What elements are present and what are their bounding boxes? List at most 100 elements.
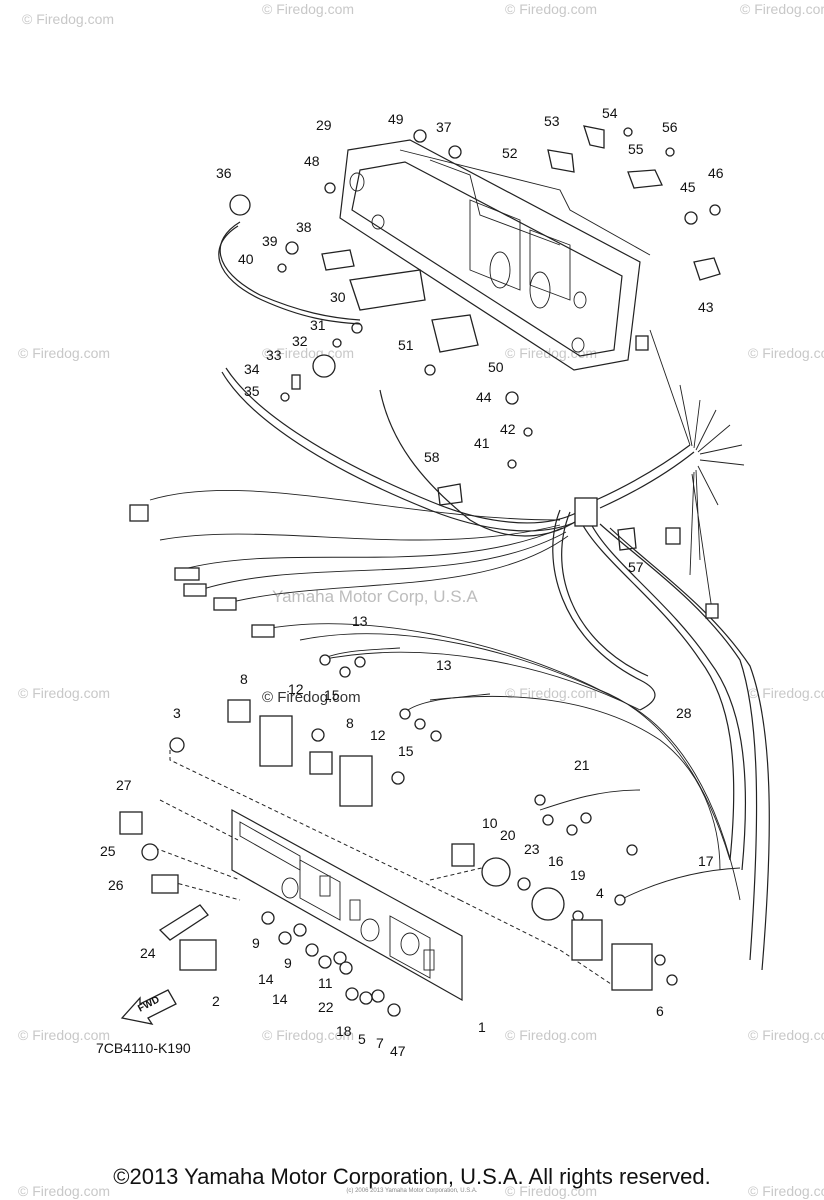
callout-33: 33 bbox=[266, 347, 282, 363]
outlet-12b-icon bbox=[339, 755, 373, 807]
callout-45: 45 bbox=[680, 179, 696, 195]
center-watermark: © Firedog.com bbox=[262, 689, 361, 706]
breaker-8b-icon bbox=[309, 751, 333, 775]
callout-40: 40 bbox=[238, 251, 254, 267]
plug-24-icon bbox=[158, 904, 209, 941]
watermark: © Firedog.com bbox=[740, 1, 824, 17]
callout-22: 22 bbox=[318, 999, 334, 1015]
outlet-12-icon bbox=[259, 715, 293, 767]
callout-9: 9 bbox=[252, 935, 260, 951]
callout-50: 50 bbox=[488, 359, 504, 375]
watermark-layer: © Firedog.com © Firedog.com © Firedog.co… bbox=[18, 1, 824, 1199]
callout-9: 9 bbox=[284, 955, 292, 971]
callout-layer: 1 2 3 4 5 6 7 8 8 9 9 10 11 12 12 13 13 … bbox=[100, 105, 724, 1059]
plate-38-icon bbox=[321, 249, 355, 271]
lamp-25-icon bbox=[141, 843, 159, 861]
callout-18: 18 bbox=[336, 1023, 352, 1039]
watermark: © Firedog.com bbox=[18, 685, 110, 701]
relay-43-icon bbox=[693, 257, 721, 281]
copyright-notice: ©2013 Yamaha Motor Corporation, U.S.A. A… bbox=[113, 1164, 711, 1189]
callout-16: 16 bbox=[548, 853, 564, 869]
callout-32: 32 bbox=[292, 333, 308, 349]
callout-26: 26 bbox=[108, 877, 124, 893]
callout-48: 48 bbox=[304, 153, 320, 169]
switch-panel bbox=[119, 699, 653, 1017]
callout-31: 31 bbox=[310, 317, 326, 333]
watermark: © Firedog.com bbox=[505, 685, 597, 701]
callout-55: 55 bbox=[628, 141, 644, 157]
meter-2-icon bbox=[179, 939, 217, 971]
callout-6: 6 bbox=[656, 1003, 664, 1019]
callout-37: 37 bbox=[436, 119, 452, 135]
breaker-10-icon bbox=[451, 843, 475, 867]
copyright-small-print: (c) 2006 2013 Yamaha Motor Corporation, … bbox=[346, 1188, 478, 1194]
callout-10: 10 bbox=[482, 815, 498, 831]
callout-8: 8 bbox=[346, 715, 354, 731]
callout-4: 4 bbox=[596, 885, 604, 901]
callout-13: 13 bbox=[436, 657, 452, 673]
watermark: © Firedog.com bbox=[22, 11, 114, 27]
callout-12: 12 bbox=[370, 727, 386, 743]
callout-52: 52 bbox=[502, 145, 518, 161]
center-watermark: Yamaha Motor Corp, U.S.A bbox=[272, 587, 478, 606]
callout-51: 51 bbox=[398, 337, 414, 353]
switch-26-icon bbox=[151, 874, 179, 894]
connector-57-icon bbox=[617, 527, 637, 551]
callout-42: 42 bbox=[500, 421, 516, 437]
watermark: © Firedog.com bbox=[262, 1, 354, 17]
callout-15: 15 bbox=[324, 687, 340, 703]
callout-54: 54 bbox=[602, 105, 618, 121]
callout-17: 17 bbox=[698, 853, 714, 869]
watermark: © Firedog.com bbox=[18, 1027, 110, 1043]
callout-30: 30 bbox=[330, 289, 346, 305]
watermark: © Firedog.com bbox=[18, 345, 110, 361]
bracket-53-icon bbox=[583, 125, 605, 149]
watermark: © Firedog.com bbox=[748, 685, 824, 701]
callout-44: 44 bbox=[476, 389, 492, 405]
callout-46: 46 bbox=[708, 165, 724, 181]
sensor-52-icon bbox=[547, 149, 575, 173]
buzzer-33-icon bbox=[312, 354, 336, 378]
socket-16-icon bbox=[531, 887, 565, 921]
wire-harness bbox=[129, 221, 770, 986]
relay-6-icon bbox=[611, 943, 653, 991]
callout-7: 7 bbox=[376, 1035, 384, 1051]
watermark: © Firedog.com bbox=[505, 1183, 597, 1199]
callout-34: 34 bbox=[244, 361, 260, 377]
callout-21: 21 bbox=[574, 757, 590, 773]
switch-55-icon bbox=[627, 169, 663, 189]
connector-58-icon bbox=[437, 483, 463, 506]
callout-8: 8 bbox=[240, 671, 248, 687]
callout-41: 41 bbox=[474, 435, 490, 451]
callout-20: 20 bbox=[500, 827, 516, 843]
watermark: © Firedog.com bbox=[748, 345, 824, 361]
relay-50-icon bbox=[431, 314, 479, 353]
callout-12: 12 bbox=[288, 681, 304, 697]
breaker-4-icon bbox=[571, 919, 603, 961]
callout-27: 27 bbox=[116, 777, 132, 793]
callout-57: 57 bbox=[628, 559, 644, 575]
callout-5: 5 bbox=[358, 1031, 366, 1047]
watermark: © Firedog.com bbox=[262, 1027, 354, 1043]
knob-36-icon bbox=[229, 194, 251, 216]
callout-25: 25 bbox=[100, 843, 116, 859]
callout-38: 38 bbox=[296, 219, 312, 235]
callout-43: 43 bbox=[698, 299, 714, 315]
switch-27-icon bbox=[119, 811, 143, 835]
callout-14: 14 bbox=[258, 971, 274, 987]
callout-24: 24 bbox=[140, 945, 156, 961]
callout-14: 14 bbox=[272, 991, 288, 1007]
callout-56: 56 bbox=[662, 119, 678, 135]
watermark: © Firedog.com bbox=[18, 1183, 110, 1199]
top-hardware bbox=[229, 125, 721, 551]
callout-13: 13 bbox=[352, 613, 368, 629]
watermark: © Firedog.com bbox=[748, 1027, 824, 1043]
fwd-arrow: FWD bbox=[120, 989, 177, 1025]
diagram-part-code: 7CB4110-K190 bbox=[96, 1040, 191, 1056]
watermark: © Firedog.com bbox=[505, 345, 597, 361]
callout-3: 3 bbox=[173, 705, 181, 721]
callout-39: 39 bbox=[262, 233, 278, 249]
callout-49: 49 bbox=[388, 111, 404, 127]
callout-11: 11 bbox=[318, 975, 333, 991]
